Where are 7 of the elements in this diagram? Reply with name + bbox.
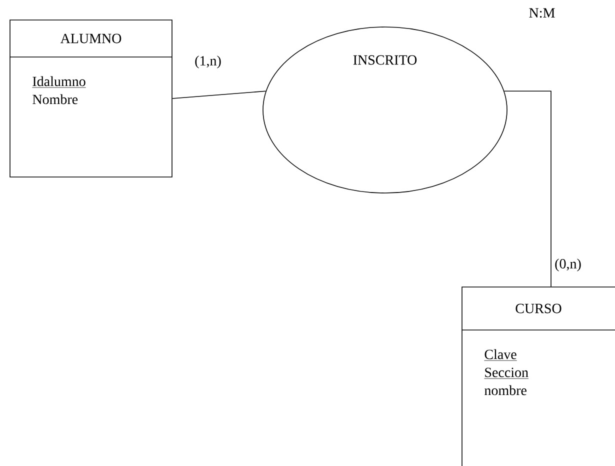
entity-box: CURSO Clave Seccion nombre: [462, 286, 615, 466]
cardinality-label: N:M: [529, 8, 555, 18]
connector-line: [172, 90, 266, 99]
cardinality-label: (0,n): [555, 258, 581, 272]
connector-line: [504, 90, 552, 287]
cardinality-label: (1,n): [195, 56, 221, 68]
entity-box: ALUMNO Idalumno Nombre: [10, 20, 172, 178]
